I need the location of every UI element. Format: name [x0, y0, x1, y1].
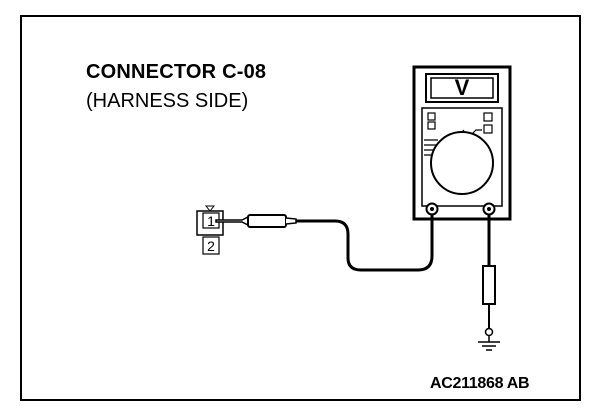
ground-lead — [482, 214, 496, 342]
test-lead-positive — [296, 214, 434, 272]
meter-dial — [430, 131, 494, 195]
figure-code: AC211868 AB — [430, 375, 530, 392]
connector-pin-2-label: 2 — [207, 238, 215, 254]
meter-switch — [483, 124, 493, 134]
ground-symbol — [478, 341, 500, 351]
meter-switch — [483, 112, 493, 122]
back-probe — [215, 214, 297, 228]
meter-range-ticks — [424, 139, 438, 156]
multimeter: V — [412, 65, 512, 221]
meter-switch — [427, 112, 436, 121]
connector-title: CONNECTOR C-08 — [86, 61, 267, 83]
harness-side-label: (HARNESS SIDE) — [86, 90, 249, 112]
connector-pin-1-label: 1 — [207, 213, 215, 229]
connector-pin-2 — [202, 236, 220, 255]
meter-switch — [427, 121, 436, 130]
meter-display-symbol: V — [455, 75, 470, 100]
connector-c08: 1 2 — [196, 205, 224, 255]
